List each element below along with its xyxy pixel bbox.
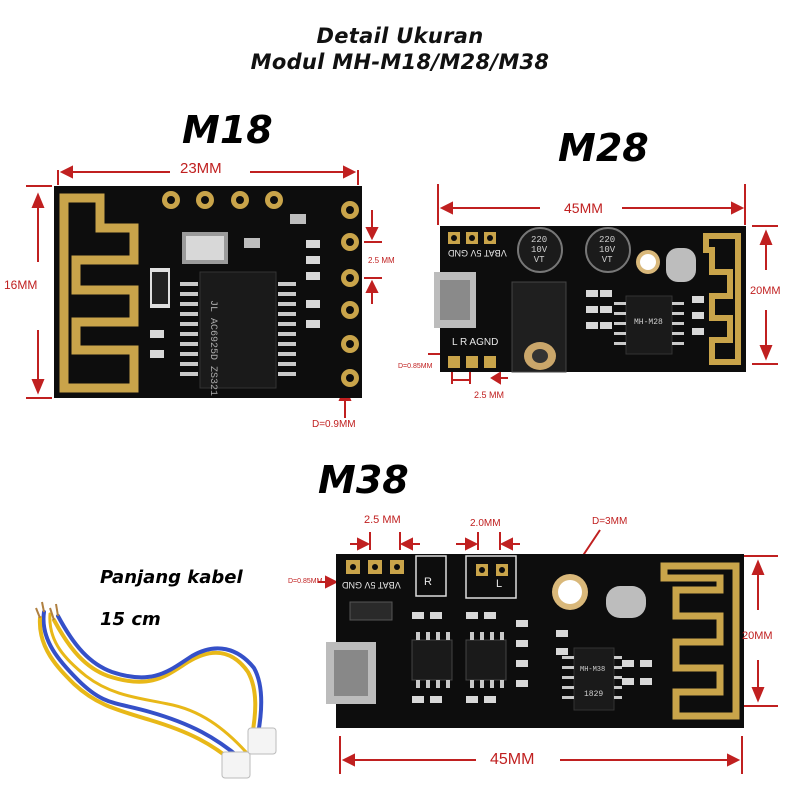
m38-pitch-dim-left: 2.5 MM xyxy=(364,514,401,526)
m38-pin-dim: D=0.85MM xyxy=(288,578,323,585)
m28-cap2-line2: 10V xyxy=(599,245,616,255)
m38-r-label: R xyxy=(424,576,432,588)
m18-label: M18 xyxy=(182,108,273,152)
m28-cap1-line2: 10V xyxy=(531,245,548,255)
m18-width-dim: 23MM xyxy=(180,160,222,177)
m28-chip-text: MH-M28 xyxy=(634,318,663,327)
m38-label: M38 xyxy=(318,458,409,502)
m18-height-dim: 16MM xyxy=(4,278,38,292)
m38-width-dim: 45MM xyxy=(490,751,535,768)
m38-l-label: L xyxy=(496,578,503,590)
m38-height-dim: 20MM xyxy=(742,630,773,642)
m38-pitch-dim-right: 2.0MM xyxy=(470,518,501,529)
m28-cap1: 220 10V VT xyxy=(531,235,547,265)
m38-chip-text2: 1829 xyxy=(584,690,604,699)
m38-hole-dim: D=3MM xyxy=(592,516,628,527)
title-line-1: Detail Ukuran xyxy=(316,24,484,48)
m18-hole-dim: D=0.9MM xyxy=(312,419,356,430)
m28-cap2: 220 10V VT xyxy=(599,235,615,265)
cable-caption-line1: Panjang kabel xyxy=(100,567,243,588)
title-line-2: Modul MH-M18/M28/M38 xyxy=(250,50,550,74)
m28-width-dim: 45MM xyxy=(564,200,603,216)
m28-height-dim: 20MM xyxy=(750,285,781,297)
m28-pitch-dim: 2.5 MM xyxy=(474,390,505,400)
m38-chip-text: MH-M38 xyxy=(580,666,606,674)
m28-cap2-line3: VT xyxy=(601,255,613,265)
m28-label: M28 xyxy=(558,126,649,170)
m28-cap1-line3: VT xyxy=(533,255,545,265)
cable-caption-line2: 15 cm xyxy=(100,609,161,630)
m18-pitch-dim: 2.5 MM xyxy=(368,256,395,265)
m28-cap1-line1: 220 xyxy=(531,235,548,245)
m28-hole-dim: D=0.85MM xyxy=(398,363,433,370)
m28-cap2-line1: 220 xyxy=(599,235,616,245)
m28-bottom-pins: L R AGND xyxy=(452,337,499,348)
